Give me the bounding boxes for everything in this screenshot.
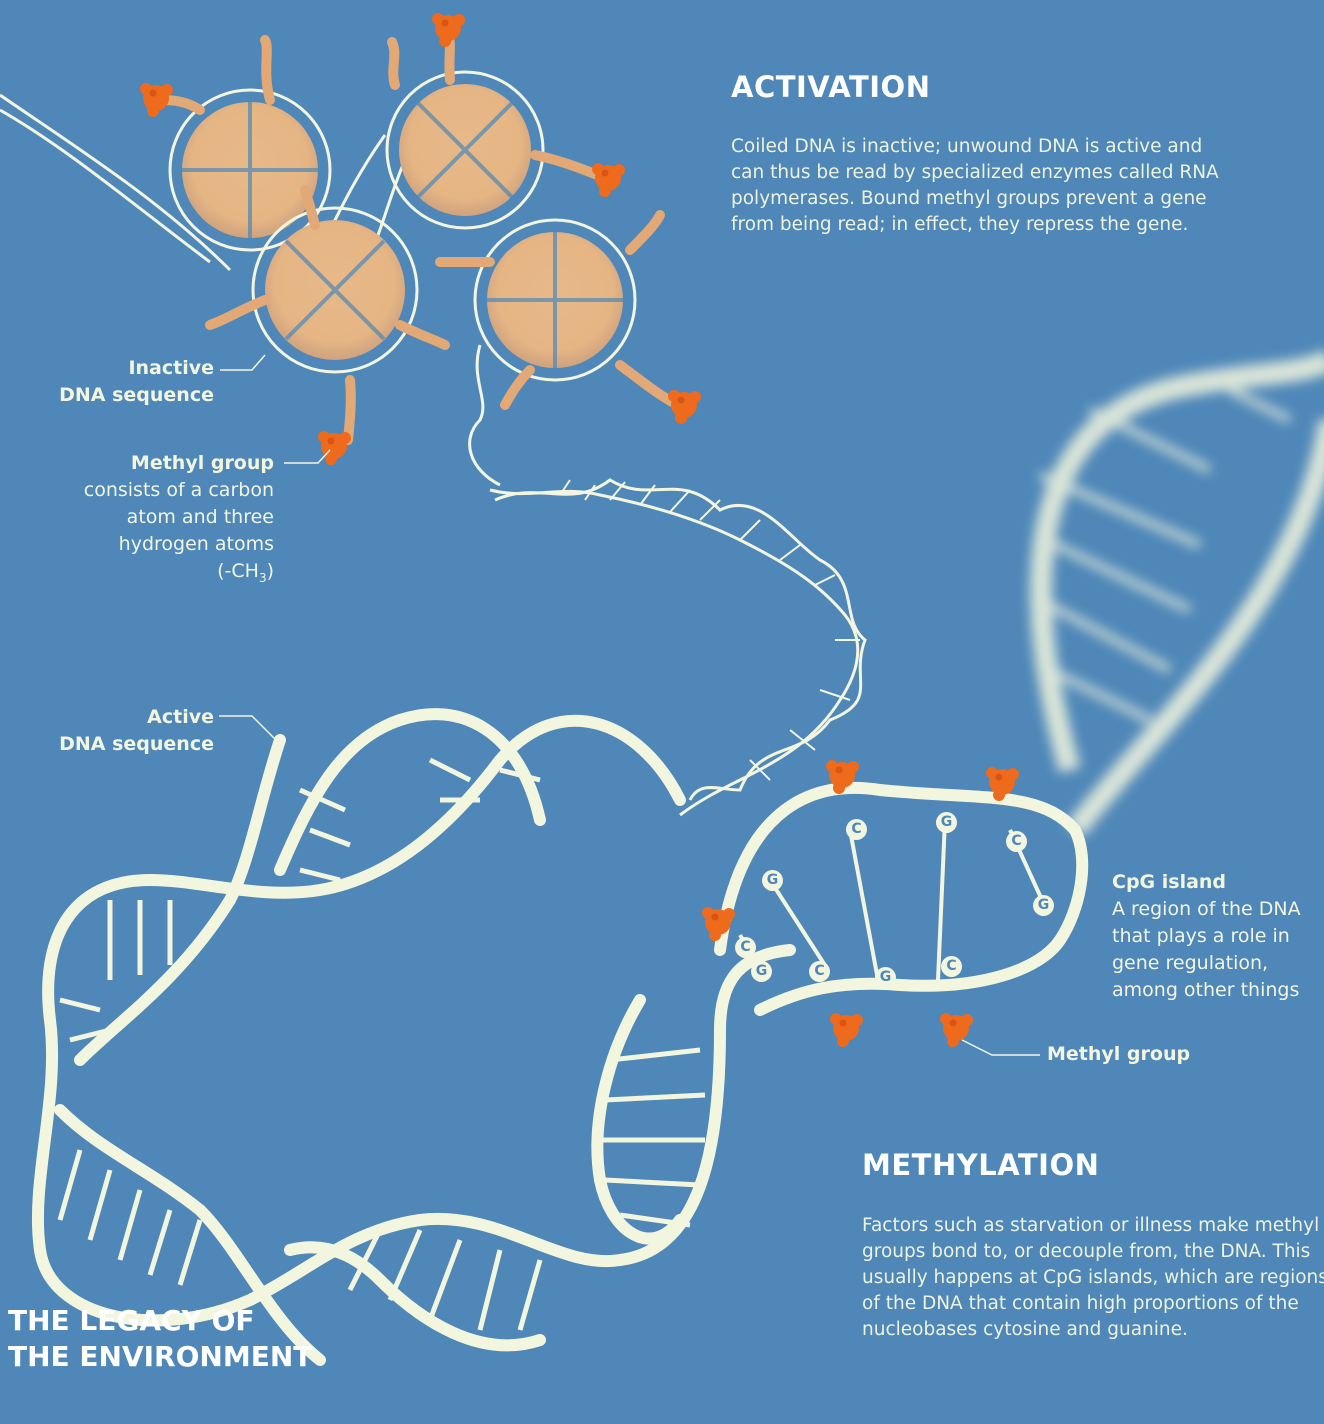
nucleosome-2 (387, 72, 543, 228)
base-g: G (751, 961, 772, 982)
methylation-description: Factors such as starvation or illness ma… (862, 1213, 1324, 1343)
label-title: CpG island (1112, 869, 1301, 896)
nucleosome-3 (253, 208, 417, 372)
methylation-heading: METHYLATION (862, 1148, 1099, 1182)
base-c: C (809, 961, 830, 982)
base-c: C (941, 956, 962, 977)
label-subtitle: DNA sequence (59, 731, 214, 758)
blurred-background-helix (1035, 360, 1324, 830)
label-title: Active (59, 704, 214, 731)
methyl-icon (702, 907, 735, 941)
active-dna-label: Active DNA sequence (59, 704, 214, 758)
methylation-line: usually happens at CpG islands, which ar… (862, 1265, 1324, 1291)
label-line: that plays a role in (1112, 923, 1301, 950)
methyl-formula: (-CH3) (84, 558, 274, 592)
base-c: C (1006, 831, 1027, 852)
activation-line: from being read; in effect, they repress… (731, 212, 1219, 238)
activation-description: Coiled DNA is inactive; unwound DNA is a… (731, 134, 1219, 238)
label-subtitle: DNA sequence (59, 382, 214, 409)
base-c: C (846, 819, 867, 840)
coiled-helix (490, 480, 865, 815)
base-g: G (762, 870, 783, 891)
label-line: among other things (1112, 977, 1301, 1004)
activation-line: polymerases. Bound methyl groups prevent… (731, 186, 1219, 212)
base-g: G (936, 812, 957, 833)
label-line: atom and three (84, 504, 274, 531)
label-line: A region of the DNA (1112, 896, 1301, 923)
methyl-icon (940, 1013, 973, 1047)
methylation-line: Factors such as starvation or illness ma… (862, 1213, 1324, 1239)
methyl-icon (432, 13, 465, 47)
title-line: THE ENVIRONMENT (8, 1339, 312, 1375)
activation-heading: ACTIVATION (731, 70, 930, 104)
label-line: hydrogen atoms (84, 531, 274, 558)
label-line: gene regulation, (1112, 950, 1301, 977)
page-title: THE LEGACY OF THE ENVIRONMENT (8, 1303, 312, 1375)
title-line: THE LEGACY OF (8, 1303, 312, 1339)
leader-lines (219, 355, 1040, 1055)
methyl-group-label: Methyl group consists of a carbon atom a… (84, 450, 274, 592)
base-g: G (875, 967, 896, 988)
methyl-icon (830, 1013, 863, 1047)
methylation-line: groups bond to, or decouple from, the DN… (862, 1239, 1324, 1265)
main-helix-rungs (60, 760, 705, 1330)
activation-line: Coiled DNA is inactive; unwound DNA is a… (731, 134, 1219, 160)
methyl-icon (318, 431, 351, 465)
base-g: G (1033, 895, 1054, 916)
activation-line: can thus be read by specialized enzymes … (731, 160, 1219, 186)
inactive-dna-label: Inactive DNA sequence (59, 355, 214, 409)
label-title: Methyl group (84, 450, 274, 477)
label-title: Inactive (59, 355, 214, 382)
methyl-icon (140, 83, 173, 117)
methylation-line: of the DNA that contain high proportions… (862, 1291, 1324, 1317)
methylation-line: nucleobases cytosine and guanine. (862, 1317, 1324, 1343)
methyl-icon (592, 163, 625, 197)
nucleosome-4 (475, 220, 635, 380)
nucleosome-1 (170, 90, 330, 250)
label-title: Methyl group (1047, 1041, 1190, 1068)
label-line: consists of a carbon (84, 477, 274, 504)
methyl-icon (668, 390, 701, 424)
cpg-island-label: CpG island A region of the DNA that play… (1112, 869, 1301, 1004)
methyl-group-bottom-label: Methyl group (1047, 1041, 1190, 1068)
base-c: C (735, 937, 756, 958)
